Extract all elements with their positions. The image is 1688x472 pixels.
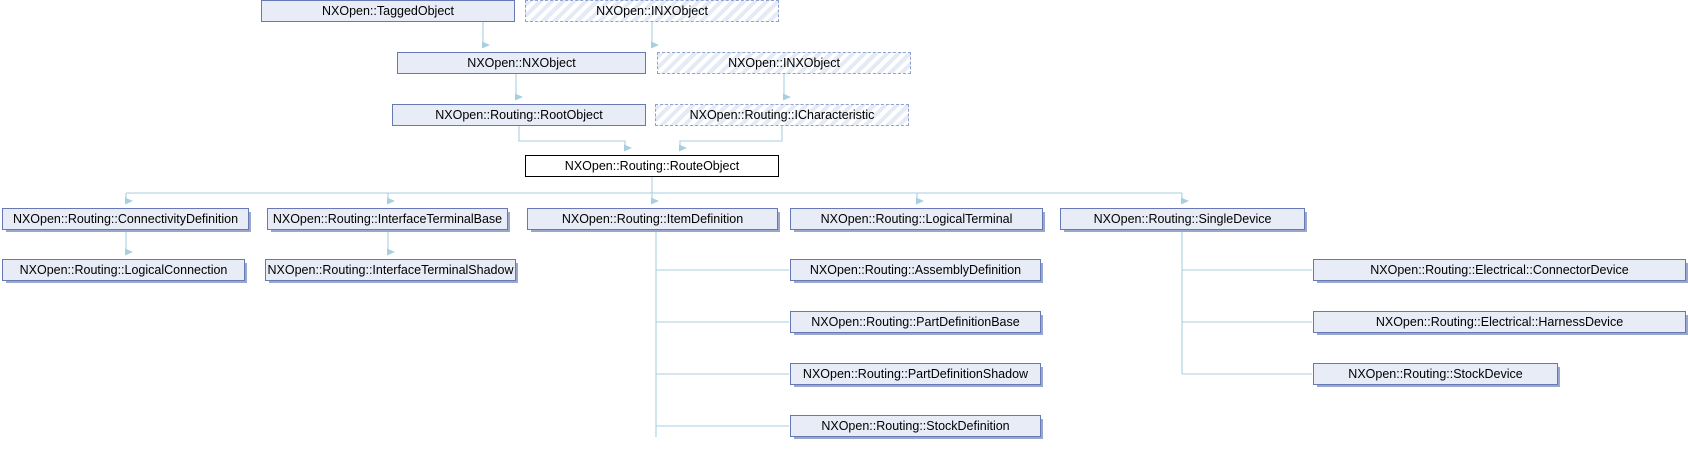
class-node-interfaceterminalbase[interactable]: NXOpen::Routing::InterfaceTerminalBase [267, 208, 508, 230]
class-node-icharacteristic[interactable]: NXOpen::Routing::ICharacteristic [655, 104, 909, 126]
class-node-stockdevice[interactable]: NXOpen::Routing::StockDevice [1313, 363, 1558, 385]
class-node-partdefinitionshadow[interactable]: NXOpen::Routing::PartDefinitionShadow [790, 363, 1041, 385]
class-node-inxobject-top[interactable]: NXOpen::INXObject [525, 0, 779, 22]
class-node-harnessdevice[interactable]: NXOpen::Routing::Electrical::HarnessDevi… [1313, 311, 1686, 333]
class-node-partdefinitionbase[interactable]: NXOpen::Routing::PartDefinitionBase [790, 311, 1041, 333]
class-node-interfaceterminalshadow[interactable]: NXOpen::Routing::InterfaceTerminalShadow [265, 259, 516, 281]
class-node-stockdefinition[interactable]: NXOpen::Routing::StockDefinition [790, 415, 1041, 437]
class-node-assemblydefinition[interactable]: NXOpen::Routing::AssemblyDefinition [790, 259, 1041, 281]
class-node-singledevice[interactable]: NXOpen::Routing::SingleDevice [1060, 208, 1305, 230]
class-node-taggedobject[interactable]: NXOpen::TaggedObject [261, 0, 515, 22]
class-node-logicalconnection[interactable]: NXOpen::Routing::LogicalConnection [2, 259, 245, 281]
class-node-connectivitydefinition[interactable]: NXOpen::Routing::ConnectivityDefinition [2, 208, 249, 230]
class-node-rootobject[interactable]: NXOpen::Routing::RootObject [392, 104, 646, 126]
class-node-inxobject-mid[interactable]: NXOpen::INXObject [657, 52, 911, 74]
class-node-routeobject-current[interactable]: NXOpen::Routing::RouteObject [525, 155, 779, 177]
class-node-nxobject[interactable]: NXOpen::NXObject [397, 52, 646, 74]
class-node-connectordevice[interactable]: NXOpen::Routing::Electrical::ConnectorDe… [1313, 259, 1686, 281]
class-node-logicalterminal[interactable]: NXOpen::Routing::LogicalTerminal [790, 208, 1043, 230]
class-node-itemdefinition[interactable]: NXOpen::Routing::ItemDefinition [527, 208, 778, 230]
